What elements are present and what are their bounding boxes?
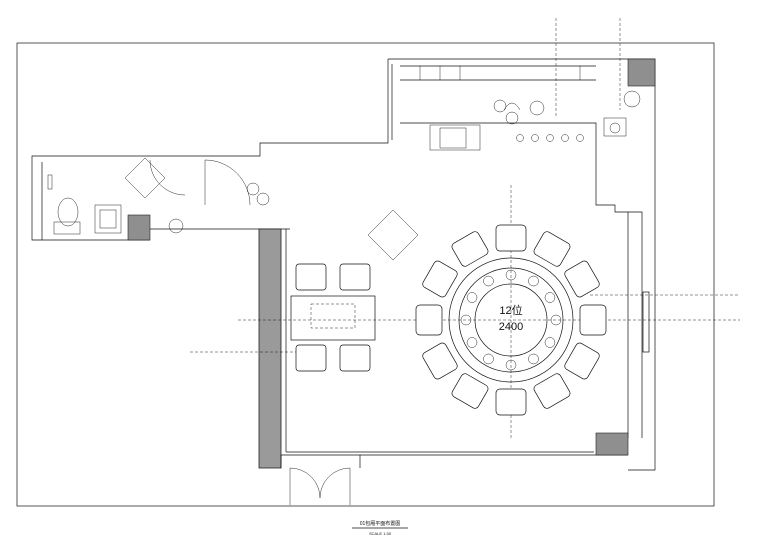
window-right	[642, 291, 650, 353]
place-setting	[483, 275, 494, 287]
drawing-title: 01包厢平面布置图	[360, 520, 401, 527]
dining-chair	[579, 304, 607, 336]
side-table-group	[290, 263, 376, 372]
dining-chair	[495, 388, 527, 416]
pillar-top-right	[627, 58, 656, 87]
dining-chair	[415, 304, 443, 336]
dining-chair	[533, 373, 571, 409]
round-table-group: 12位 2400	[415, 224, 607, 416]
side-table	[290, 295, 376, 341]
round-table-outer	[448, 257, 574, 383]
place-setting	[505, 359, 517, 371]
place-setting	[460, 314, 472, 326]
place-setting	[544, 292, 556, 303]
dining-chair	[533, 231, 571, 267]
place-setting	[505, 269, 517, 281]
dining-chair	[451, 231, 489, 267]
dining-chair	[422, 342, 458, 380]
place-setting	[483, 353, 494, 365]
place-setting	[528, 353, 539, 365]
table-diameter-label: 2400	[499, 321, 523, 333]
place-setting	[544, 337, 556, 348]
left-wall	[258, 228, 282, 469]
index-markers	[124, 90, 641, 261]
sofa-chair	[339, 263, 371, 291]
dining-chair	[564, 342, 600, 380]
sheet-frame	[16, 42, 715, 507]
place-setting	[466, 292, 478, 303]
round-table-ring	[458, 267, 564, 373]
sofa-chair	[339, 344, 371, 372]
dining-chair	[495, 224, 527, 252]
lazy-susan	[474, 283, 548, 357]
top-cabinets	[419, 66, 581, 80]
dining-chair	[451, 373, 489, 409]
dining-chair	[564, 260, 600, 298]
place-setting	[466, 337, 478, 348]
bathroom	[47, 174, 184, 235]
dining-chair	[422, 260, 458, 298]
sofa-chair	[295, 263, 327, 291]
doors	[149, 159, 351, 505]
place-setting	[550, 314, 562, 326]
table-seats-label: 12位	[499, 303, 522, 317]
sink-counter	[429, 99, 627, 151]
pillar-left	[127, 214, 151, 241]
walls	[31, 58, 656, 471]
drawing-scale: SCALE 1:30	[369, 531, 392, 536]
sofa-chair	[295, 344, 327, 372]
place-setting	[528, 275, 539, 287]
pillar-bottom-right	[595, 432, 629, 456]
